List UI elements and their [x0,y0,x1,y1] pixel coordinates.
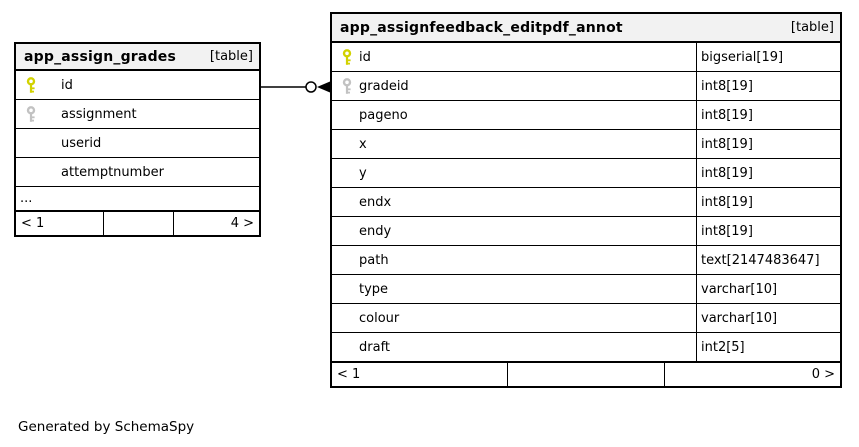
column-row-endy[interactable]: endy int8[19] [332,216,840,245]
column-row-colour[interactable]: colour varchar[10] [332,303,840,332]
column-name: id [359,49,371,65]
column-name: attemptnumber [61,164,164,180]
column-row-gradeid[interactable]: gradeid int8[19] [332,71,840,100]
column-row-id[interactable]: id [16,71,259,99]
column-type: bigserial[19] [696,43,840,71]
column-row-type[interactable]: type varchar[10] [332,274,840,303]
footer-parents-count[interactable]: 4 > [230,216,254,231]
column-type: varchar[10] [696,304,840,332]
column-row-draft[interactable]: draft int2[5] [332,332,840,361]
column-name: x [359,136,367,152]
table-app-assignfeedback-editpdf-annot[interactable]: app_assignfeedback_editpdf_annot [table]… [330,12,842,388]
column-row-y[interactable]: y int8[19] [332,158,840,187]
column-name: userid [61,135,102,151]
column-name: endx [359,194,392,210]
column-type: int8[19] [696,101,840,129]
column-type: text[2147483647] [696,246,840,274]
column-name: assignment [61,106,137,122]
column-row-path[interactable]: path text[2147483647] [332,245,840,274]
foreign-key-icon [341,77,353,95]
table-name: app_assignfeedback_editpdf_annot [340,19,623,36]
table-type-tag: [table] [790,20,834,35]
column-type: int8[19] [696,188,840,216]
ellipsis-row: ... [16,186,259,210]
table-type-tag: [table] [209,49,253,64]
column-name: pageno [359,107,408,123]
table-header[interactable]: app_assignfeedback_editpdf_annot [table] [332,14,840,43]
column-type: int8[19] [696,217,840,245]
footer-children-count[interactable]: < 1 [21,216,45,231]
column-name: path [359,252,389,268]
column-row-assignment[interactable]: assignment [16,99,259,128]
column-row-userid[interactable]: userid [16,128,259,157]
table-name: app_assign_grades [24,48,177,65]
footer-children-count[interactable]: < 1 [337,367,361,382]
column-rows: id bigserial[19] gradeid int8[19] pageno int8… [332,43,840,361]
column-row-id[interactable]: id bigserial[19] [332,43,840,71]
primary-key-icon [25,76,37,94]
zero-cardinality-icon [305,81,317,93]
table-app-assign-grades[interactable]: app_assign_grades [table] id assignment us… [14,42,261,237]
column-row-attemptnumber[interactable]: attemptnumber [16,157,259,186]
column-row-x[interactable]: x int8[19] [332,129,840,158]
fk-arrowhead-icon [317,81,330,93]
footer-parents-count[interactable]: 0 > [811,367,835,382]
column-rows: id assignment userid attemptnumber [16,71,259,186]
column-type: int8[19] [696,72,840,100]
table-footer: < 1 0 > [332,361,840,386]
column-name: endy [359,223,392,239]
table-header[interactable]: app_assign_grades [table] [16,44,259,71]
column-name: gradeid [359,78,409,94]
column-name: y [359,165,367,181]
foreign-key-icon [25,105,37,123]
generated-by-label: Generated by SchemaSpy [18,419,195,435]
column-type: int2[5] [696,333,840,361]
column-row-pageno[interactable]: pageno int8[19] [332,100,840,129]
column-name: draft [359,339,391,355]
column-name: type [359,281,389,297]
table-footer: < 1 4 > [16,210,259,235]
column-type: int8[19] [696,130,840,158]
column-type: int8[19] [696,159,840,187]
column-name: id [61,77,73,93]
primary-key-icon [341,48,353,66]
relationship-connector [261,81,330,93]
column-type: varchar[10] [696,275,840,303]
footer-middle-cell [103,212,174,235]
footer-middle-cell [507,363,665,386]
column-row-endx[interactable]: endx int8[19] [332,187,840,216]
column-name: colour [359,310,400,326]
